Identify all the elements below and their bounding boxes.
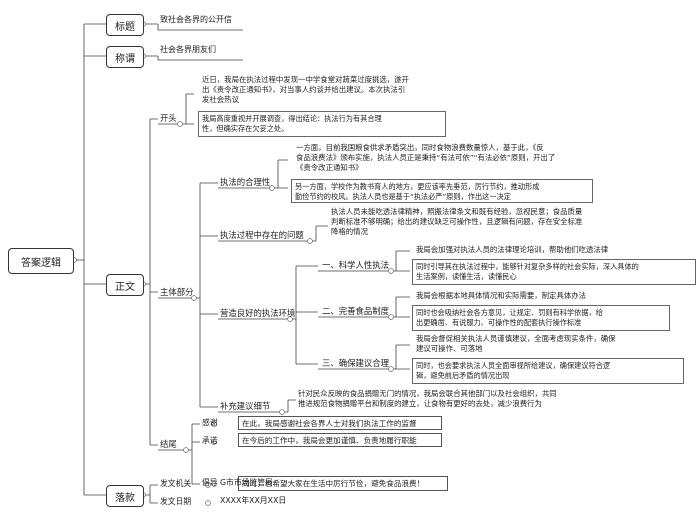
- opening-label: 开头: [160, 113, 177, 123]
- problem-p: 执法人员未能吃透法律精神，照搬法律条文和既有经验，忽视民意；食品质量判断标准不够…: [331, 207, 583, 236]
- env-s1-label: 一、科学人性执法: [322, 260, 389, 270]
- env-s2-p1: 我局会根据本地具体情况和实际需要，制定具体办法: [416, 291, 586, 300]
- root-node: 答案逻辑: [8, 248, 74, 274]
- opening-p1: 近日，我局在执法过程中发现一中学食堂对蔬菜过度挑选，遂开出《责令改正通知书》，对…: [202, 75, 409, 104]
- main-label: 主体部分: [160, 287, 194, 297]
- title-node: 标题: [106, 14, 144, 36]
- salutation-node: 称谓: [106, 46, 144, 68]
- env-s3-p1: 我局会督促相关执法人员谨慎建议，全面考虑现实条件，确保建议可操作、可落地: [416, 334, 616, 353]
- ending-key-promise: 承诺: [202, 436, 218, 445]
- env-s2-p2: 同时也会吸纳社会各方意见，让规定、罚则有科学依据，给出更确凿、有说服力、可操作性…: [412, 305, 670, 331]
- env-label: 营造良好的执法环境: [220, 308, 296, 318]
- reason-p1: 一方面，目前我国粮食供求矛盾突出，同时食物浪费数量惊人，基于此，《反食品浪费法》…: [296, 143, 556, 172]
- signature-key-issuer: 发文机关: [160, 479, 192, 488]
- ending-text-advocate: 同时，也希望大家在生活中厉行节俭，避免食品浪费！: [238, 476, 448, 491]
- ending-text-thanks: 在此，我局感谢社会各界人士对我们执法工作的监督: [238, 416, 442, 430]
- env-s1-p2: 同时引导其在执法过程中，能够针对复杂多样的社会实际，深入具体的生活案例，读懂生活…: [412, 259, 696, 285]
- problem-label: 执法过程中存在的问题: [220, 230, 304, 240]
- ending-text-promise: 在今后的工作中，我局会更加谨慎、负责地履行职能: [238, 433, 442, 447]
- body-node: 正文: [106, 274, 144, 296]
- signature-date: XXXX年XX月XX日: [220, 496, 287, 505]
- reason-p2: 另一方面，学校作为教书育人的地方，更应该率先垂范，厉行节约，推动形成勤俭节约的校…: [291, 179, 593, 203]
- reason-label: 执法的合理性: [220, 177, 271, 187]
- supplement-label: 补充建议细节: [220, 401, 271, 411]
- env-s3-label: 三、确保建议合理: [322, 358, 389, 368]
- env-s1-p1: 我局会加强对执法人员的法律理论培训，帮助他们吃透法律: [416, 245, 609, 254]
- salutation-text: 社会各界朋友们: [160, 45, 216, 54]
- env-s2-label: 二、完善食品制度: [322, 306, 389, 316]
- ending-key-thanks: 感谢: [202, 418, 218, 427]
- ending-key-advocate: 倡导: [202, 478, 218, 487]
- signature-node: 落款: [106, 485, 144, 507]
- signature-key-date: 发文日期: [160, 497, 192, 506]
- opening-p2: 我局高度重视并开展调查，得出结论：执法行为有其合理性，但确实存在欠妥之处。: [198, 111, 446, 137]
- env-s3-p2: 同时，也会要求执法人员全面审视所给建议，确保建议符合逻辑，避免前后矛盾的情况出现: [412, 358, 684, 384]
- signature-issuer: G市市场监管局: [220, 478, 273, 487]
- ending-label: 结尾: [160, 439, 177, 449]
- title-text: 致社会各界的公开信: [160, 15, 232, 24]
- supplement-p: 针对民众反映的食品捐赠无门的情况，我局会联合其他部门以及社会组织，共同推进规范食…: [298, 389, 557, 408]
